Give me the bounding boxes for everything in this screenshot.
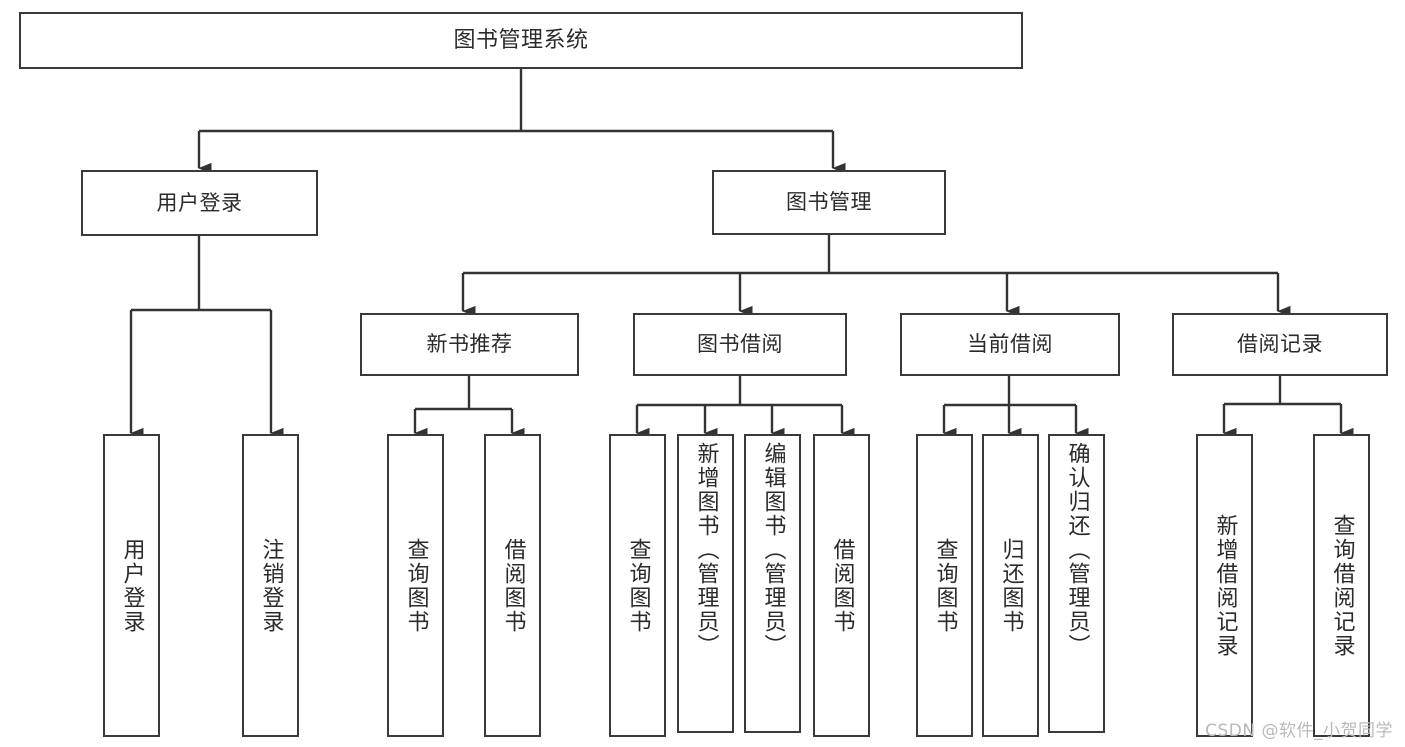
node-root-system[interactable]: 图书管理系统 <box>19 12 1023 69</box>
leaf-query-book-borrow[interactable]: 查询图书 <box>609 434 666 737</box>
node-label: 查询图书 <box>403 537 429 634</box>
node-label: 用户登录 <box>119 537 145 634</box>
node-label: 借阅图书 <box>829 537 855 634</box>
node-label: 新增图书（管理员） <box>693 442 719 658</box>
leaf-user-login[interactable]: 用户登录 <box>103 434 160 737</box>
watermark-text: CSDN @软件_小贺同学 <box>1205 721 1393 741</box>
node-user-login[interactable]: 用户登录 <box>81 170 318 236</box>
node-label: 图书管理 <box>786 190 872 215</box>
leaf-query-borrow-record[interactable]: 查询借阅记录 <box>1313 434 1370 737</box>
node-new-book-recommend[interactable]: 新书推荐 <box>360 313 579 376</box>
node-label: 用户登录 <box>156 190 243 215</box>
node-label: 图书管理系统 <box>453 27 589 53</box>
leaf-logout[interactable]: 注销登录 <box>242 434 299 737</box>
node-label: 归还图书 <box>998 537 1024 634</box>
leaf-query-book-recommend[interactable]: 查询图书 <box>387 434 444 737</box>
node-label: 查询图书 <box>932 537 958 634</box>
node-label: 确认归还（管理员） <box>1064 442 1090 658</box>
leaf-confirm-return-admin[interactable]: 确认归还（管理员） <box>1048 434 1105 733</box>
leaf-query-book-current[interactable]: 查询图书 <box>916 434 973 737</box>
node-label: 当前借阅 <box>967 332 1053 357</box>
node-label: 查询借阅记录 <box>1329 513 1355 658</box>
node-label: 新书推荐 <box>426 332 513 357</box>
leaf-borrow-book-recommend[interactable]: 借阅图书 <box>484 434 541 737</box>
leaf-add-book-admin[interactable]: 新增图书（管理员） <box>677 434 734 733</box>
leaf-borrow-book[interactable]: 借阅图书 <box>813 434 870 737</box>
node-borrow-record[interactable]: 借阅记录 <box>1172 313 1388 376</box>
node-label: 编辑图书（管理员） <box>760 442 786 658</box>
leaf-edit-book-admin[interactable]: 编辑图书（管理员） <box>744 434 801 733</box>
node-label: 借阅图书 <box>500 537 526 634</box>
node-label: 借阅记录 <box>1237 332 1323 357</box>
node-label: 图书借阅 <box>697 332 783 357</box>
node-book-management[interactable]: 图书管理 <box>712 170 946 235</box>
node-book-borrow[interactable]: 图书借阅 <box>633 313 847 376</box>
node-current-borrow[interactable]: 当前借阅 <box>900 313 1120 376</box>
node-label: 查询图书 <box>625 537 651 634</box>
leaf-return-book[interactable]: 归还图书 <box>982 434 1039 737</box>
leaf-add-borrow-record[interactable]: 新增借阅记录 <box>1196 434 1253 737</box>
node-label: 注销登录 <box>258 537 284 634</box>
node-label: 新增借阅记录 <box>1212 513 1238 658</box>
